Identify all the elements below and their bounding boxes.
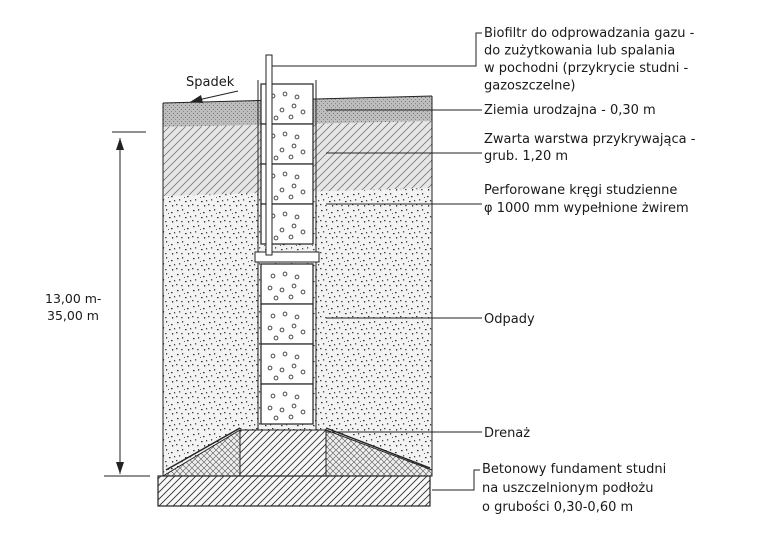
perforation-hole [300, 229, 306, 235]
concrete-foundation [157, 475, 431, 507]
perforation-hole [288, 154, 294, 160]
perforation-hole [288, 334, 294, 340]
callout-perforated-rings-line: φ 1000 mm wypełnione żwirem [484, 201, 689, 216]
perforation-hole [294, 314, 300, 320]
perforation-hole [294, 354, 300, 360]
perforation-hole [282, 211, 288, 217]
perforation-hole [273, 295, 279, 301]
perforation-hole [273, 415, 279, 421]
perforation-hole [291, 143, 297, 149]
perforation-hole [270, 353, 276, 359]
perforation-hole [270, 273, 276, 279]
perforation-hole [279, 147, 285, 153]
perforation-hole [294, 134, 300, 140]
perforation-hole [270, 393, 276, 399]
perforation-hole [273, 235, 279, 241]
perforation-hole [282, 271, 288, 277]
callout-foundation-line: o grubości 0,30-0,60 m [482, 500, 633, 515]
perforation-hole [282, 351, 288, 357]
perforation-hole [270, 313, 276, 319]
callouts: Biofiltr do odprowadzania gazu - do zużyt… [482, 26, 696, 515]
callout-foundation-line: Betonowy fundament studni [482, 462, 666, 477]
perforation-hole [279, 227, 285, 233]
perforation-hole [291, 323, 297, 329]
depth-dimension [104, 131, 150, 477]
callout-cover-layer-line: Zwarta warstwa przykrywająca - [484, 132, 696, 147]
perforation-hole [282, 391, 288, 397]
perforation-hole [267, 365, 273, 371]
ring-joint [254, 251, 320, 263]
drainage-pipe-left [165, 427, 241, 471]
perforation-hole [273, 375, 279, 381]
well-ring [260, 343, 314, 385]
perforation-hole [294, 174, 300, 180]
perforation-hole [291, 403, 297, 409]
well-ring [260, 303, 314, 345]
perforation-hole [279, 327, 285, 333]
perforation-hole [294, 214, 300, 220]
perforation-hole [288, 414, 294, 420]
perforation-hole [282, 311, 288, 317]
callout-perforated-rings-line: Perforowane kręgi studzienne [484, 183, 677, 198]
perforation-hole [288, 114, 294, 120]
perforation-hole [291, 283, 297, 289]
callout-biofilter-line: Biofiltr do odprowadzania gazu - [484, 26, 695, 41]
perforation-hole [288, 294, 294, 300]
perforation-hole [291, 223, 297, 229]
well-base-block [239, 429, 327, 477]
perforation-hole [273, 155, 279, 161]
callout-foundation-line: na uszczelnionym podłożu [482, 481, 653, 496]
drainage-pipe-right [325, 427, 431, 469]
perforation-hole [273, 195, 279, 201]
callout-biofilter-line: w pochodni (przykrycie studni - [484, 61, 689, 76]
perforation-hole [267, 405, 273, 411]
callout-drainage-line: Drenaż [484, 426, 530, 441]
perforation-hole [279, 187, 285, 193]
perforation-hole [300, 109, 306, 115]
perforation-hole [282, 131, 288, 137]
callout-cover-layer-line: grub. 1,20 m [484, 149, 568, 164]
perforation-hole [279, 407, 285, 413]
perforation-hole [300, 149, 306, 155]
depth-label-line-1: 13,00 m- [45, 291, 101, 306]
perforation-hole [279, 367, 285, 373]
perforation-hole [267, 285, 273, 291]
perforation-hole [279, 107, 285, 113]
perforation-hole [294, 394, 300, 400]
perforation-hole [300, 369, 306, 375]
perforation-hole [267, 325, 273, 331]
perforated-well-rings [254, 80, 320, 430]
leader-lines [272, 32, 482, 491]
slope-label: Spadek [186, 75, 235, 90]
perforation-hole [273, 335, 279, 341]
perforation-hole [273, 115, 279, 121]
perforation-hole [288, 234, 294, 240]
perforation-hole [300, 329, 306, 335]
slope-arrow-line [197, 90, 239, 101]
perforation-hole [300, 289, 306, 295]
perforation-hole [291, 103, 297, 109]
perforation-hole [288, 194, 294, 200]
callout-topsoil-line: Ziemia urodzajna - 0,30 m [484, 103, 656, 118]
callout-waste-line: Odpady [484, 312, 535, 327]
perforation-hole [300, 189, 306, 195]
perforation-hole [300, 409, 306, 415]
perforation-hole [294, 94, 300, 100]
callout-biofilter-line: gazoszczelne) [484, 79, 575, 94]
perforation-hole [294, 274, 300, 280]
well-ring [260, 263, 314, 305]
perforation-hole [282, 91, 288, 97]
callout-biofilter-line: do zużytkowania lub spalania [484, 44, 675, 59]
well-ring [260, 383, 314, 425]
perforation-hole [291, 183, 297, 189]
depth-label-line-2: 35,00 m [47, 308, 99, 323]
gas-pipe [265, 54, 273, 256]
perforation-hole [282, 171, 288, 177]
perforation-hole [279, 287, 285, 293]
perforation-hole [288, 374, 294, 380]
perforation-hole [291, 363, 297, 369]
slope-arrow-head [190, 95, 203, 103]
